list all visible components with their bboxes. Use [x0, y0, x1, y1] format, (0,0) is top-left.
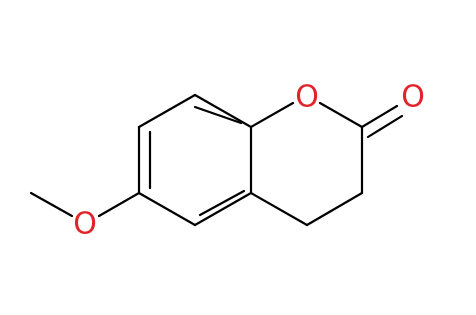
bond-c3-c4 — [305, 191, 364, 227]
ring-oxygen-label: O — [295, 80, 319, 115]
bond-carbonyl-2 — [366, 114, 404, 139]
bond-c6-c5 — [137, 191, 197, 227]
bond-o1-c2 — [318, 101, 364, 129]
bond-c8a-o1 — [249, 101, 295, 129]
bond-aromatic-inner-3 — [198, 189, 246, 217]
bond-aromatic-inner-1 — [193, 105, 243, 125]
bond-c5-c4a — [193, 191, 253, 227]
bond-c6-ome — [97, 191, 141, 218]
methoxy-oxygen-label: O — [73, 207, 97, 242]
bond-c8-c7 — [137, 93, 197, 129]
bond-ome-ch3 — [29, 191, 74, 218]
bond-c4-c4a — [249, 191, 309, 227]
carbonyl-oxygen-label: O — [401, 80, 425, 115]
bond-carbonyl-1 — [360, 104, 399, 129]
bond-c8a-c8 — [193, 93, 253, 129]
